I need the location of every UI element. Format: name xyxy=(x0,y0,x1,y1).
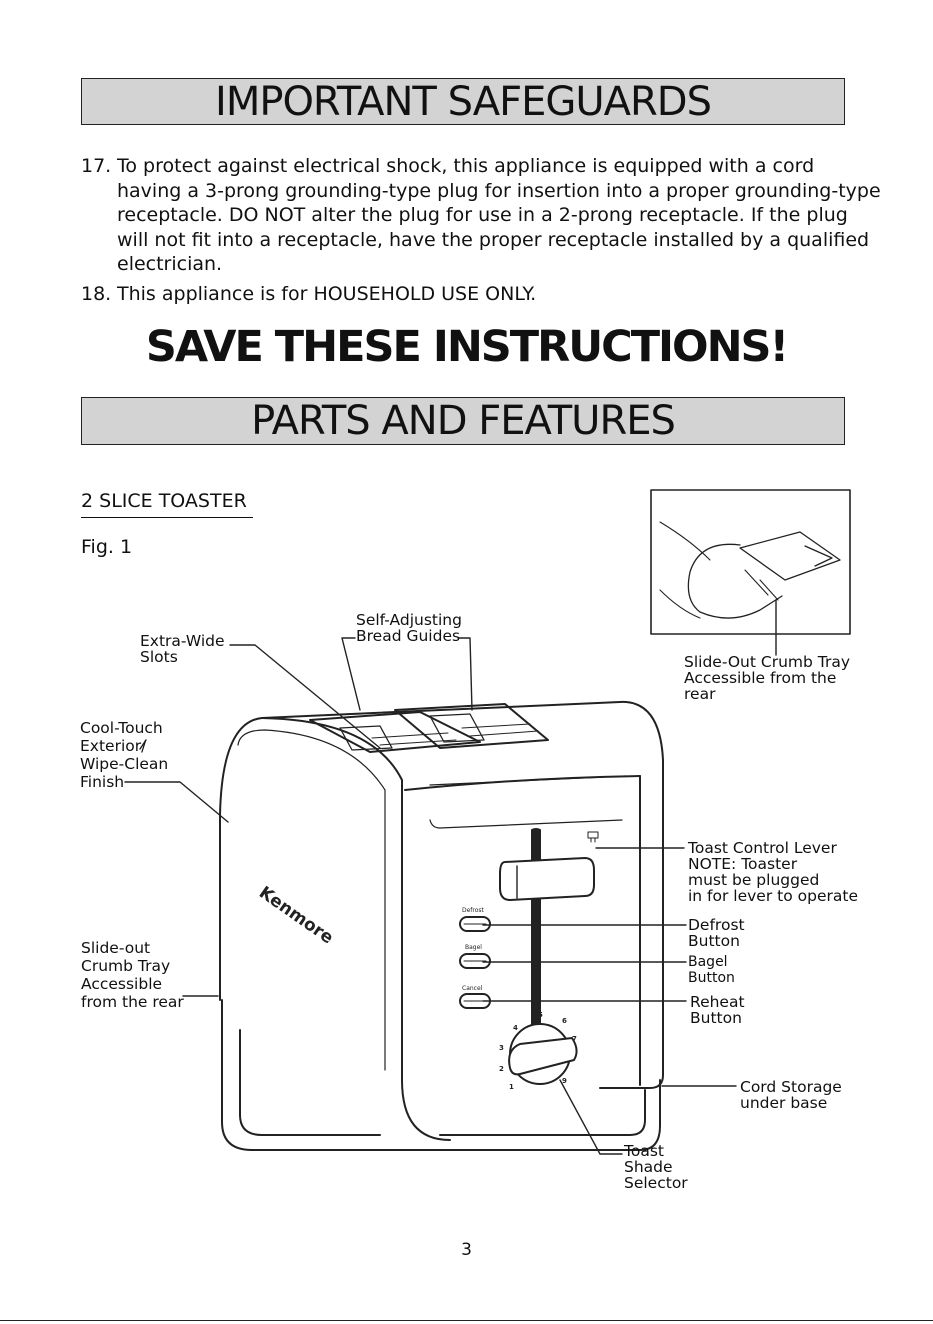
dial-number: 2 xyxy=(499,1065,504,1073)
label-line: rear xyxy=(684,685,716,703)
label-line: Extra-Wide xyxy=(140,632,225,650)
label-defrost-button: Defrost Button xyxy=(688,917,745,949)
cancel-button-label: Cancel xyxy=(462,985,483,992)
label-line: Reheat xyxy=(690,993,745,1011)
label-line: Button xyxy=(688,932,740,950)
label-line: Wipe-Clean xyxy=(80,755,169,773)
label-crumb-tray-rear: Slide-Out Crumb Tray Accessible from the… xyxy=(684,654,850,702)
label-line: Accessible from the xyxy=(684,669,837,687)
list-item: 18. This appliance is for HOUSEHOLD USE … xyxy=(81,282,881,307)
label-crumb-tray-left: Slide-out Crumb Tray Accessible from the… xyxy=(81,939,184,1011)
dial-number: 5 xyxy=(538,1011,543,1019)
label-line: Finish xyxy=(80,773,125,791)
label-line: Cord Storage xyxy=(740,1078,842,1096)
label-line: Button xyxy=(688,970,735,986)
brand-logo: Kenmore xyxy=(255,883,337,949)
safeguards-banner: IMPORTANT SAFEGUARDS xyxy=(81,78,845,125)
label-toast-shade-selector: Toast Shade Selector xyxy=(624,1143,688,1191)
item-emphasis: HOUSEHOLD USE ONLY. xyxy=(313,282,537,305)
label-line: Accessible xyxy=(81,975,163,993)
label-line: under base xyxy=(740,1094,828,1112)
label-line: Toast xyxy=(624,1142,664,1160)
label-line: Shade xyxy=(624,1158,673,1176)
item-text: To protect against electrical shock, thi… xyxy=(117,155,881,276)
label-line: Cool-Touch xyxy=(80,719,163,737)
label-line: Defrost xyxy=(688,916,745,934)
dial-number: 3 xyxy=(499,1044,504,1052)
label-line: from the rear xyxy=(81,993,184,1011)
label-bagel-button: Bagel Button xyxy=(688,954,735,986)
label-line: Exterior/ xyxy=(80,737,147,755)
label-line: Bagel xyxy=(688,954,728,970)
dial-number: 9 xyxy=(562,1077,567,1085)
label-line: NOTE: Toaster xyxy=(688,855,798,873)
safeguards-title: IMPORTANT SAFEGUARDS xyxy=(215,78,712,125)
label-line: Selector xyxy=(624,1174,688,1192)
dial-number: 7 xyxy=(572,1035,577,1043)
label-line: Button xyxy=(690,1009,742,1027)
label-line: Toast Control Lever xyxy=(688,839,837,857)
label-line: Self-Adjusting xyxy=(356,611,462,629)
save-instructions-heading: SAVE THESE INSTRUCTIONS! xyxy=(145,322,789,372)
item-number: 18. xyxy=(81,282,112,305)
label-line: Slide-out xyxy=(81,939,151,957)
safeguards-list: 17. To protect against electrical shock,… xyxy=(81,154,881,307)
dial-number: 1 xyxy=(509,1083,514,1091)
item-text: This appliance is for xyxy=(117,282,314,305)
label-line: must be plugged xyxy=(688,871,820,889)
figure-label: Fig. 1 xyxy=(81,536,133,558)
label-cord-storage: Cord Storage under base xyxy=(740,1079,842,1111)
bottom-divider xyxy=(0,1320,933,1321)
defrost-button-label: Defrost xyxy=(462,907,485,914)
label-line: Bread Guides xyxy=(356,627,461,645)
label-line: Slide-Out Crumb Tray xyxy=(684,653,850,671)
label-extra-wide-slots: Extra-Wide Slots xyxy=(140,633,225,665)
label-line: Slots xyxy=(140,648,178,666)
label-line: Crumb Tray xyxy=(81,957,171,975)
label-bread-guides: Self-Adjusting Bread Guides xyxy=(356,612,462,644)
parts-banner: PARTS AND FEATURES xyxy=(81,397,845,445)
parts-title: PARTS AND FEATURES xyxy=(251,398,676,444)
page-number: 3 xyxy=(461,1240,472,1260)
label-toast-control-lever: Toast Control Lever NOTE: Toaster must b… xyxy=(688,840,858,904)
dial-number: 6 xyxy=(562,1017,567,1025)
item-number: 17. xyxy=(81,155,112,177)
bagel-button-label: Bagel xyxy=(465,944,482,951)
toaster-subhead: 2 SLICE TOASTER xyxy=(81,490,253,518)
dial-number: 4 xyxy=(513,1024,518,1032)
label-line: in for lever to operate xyxy=(688,887,858,905)
label-reheat-button: Reheat Button xyxy=(690,994,745,1026)
list-item: 17. To protect against electrical shock,… xyxy=(81,154,881,277)
label-cool-touch: Cool-Touch Exterior/ Wipe-Clean Finish xyxy=(80,719,168,791)
